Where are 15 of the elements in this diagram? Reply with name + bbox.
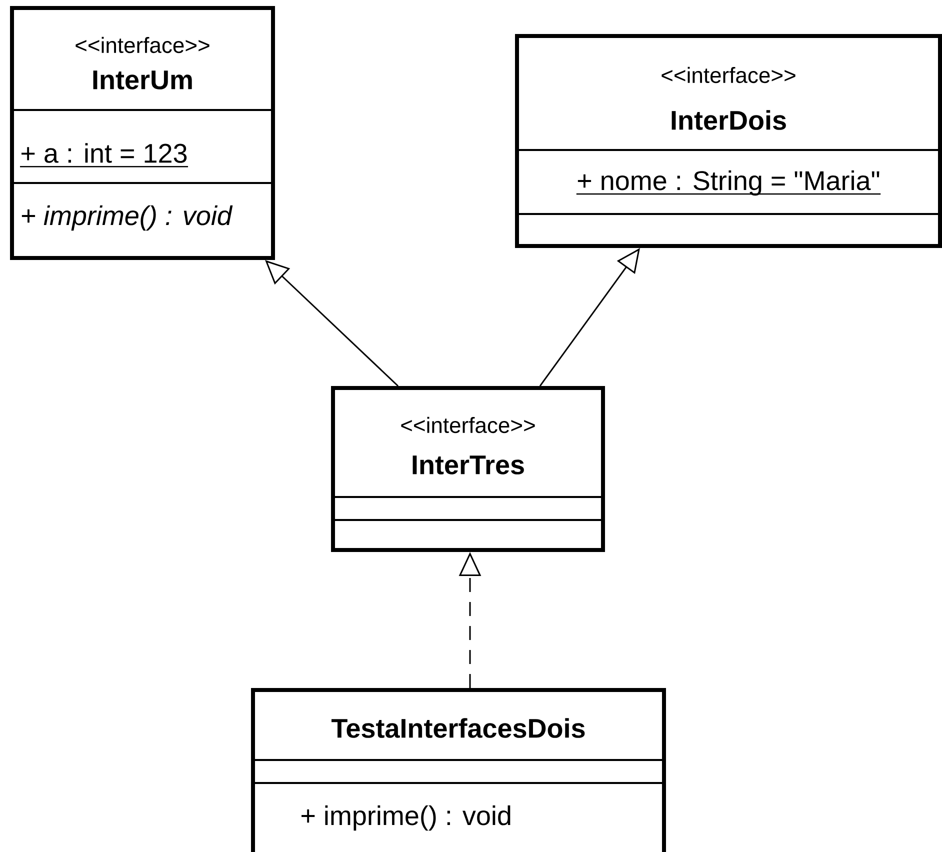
- class-box: [331, 386, 605, 552]
- class-name: TestaInterfacesDois: [332, 718, 585, 738]
- class-box: [10, 6, 275, 260]
- stereotype-label: <<interface>>: [76, 36, 210, 54]
- stereotype-label: <<interface>>: [401, 416, 535, 434]
- class-name: InterDois: [672, 110, 786, 130]
- class-box: [251, 688, 666, 852]
- attribute-text: + nome : String = "Maria": [576, 170, 881, 196]
- stereotype-label: <<interface>>: [662, 66, 796, 84]
- class-name: InterUm: [93, 70, 192, 90]
- operation-text: + imprime() : void: [302, 805, 510, 831]
- attribute-text: + a : int = 123: [20, 143, 188, 168]
- class-box: [515, 34, 942, 248]
- class-name: InterTres: [412, 456, 524, 474]
- operation-text: + imprime() : void: [22, 205, 233, 231]
